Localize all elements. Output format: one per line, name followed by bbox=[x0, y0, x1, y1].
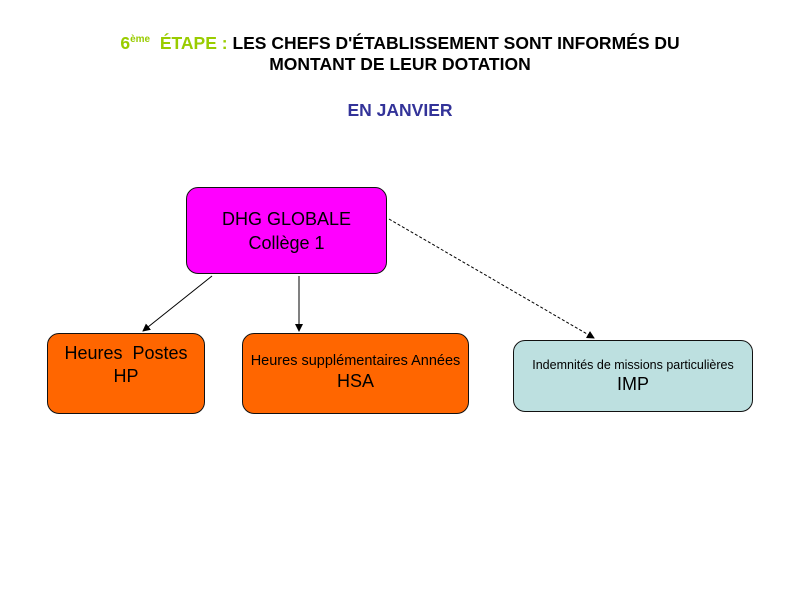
indemnites-missions-box: Indemnités de missions particulières IMP bbox=[513, 340, 753, 412]
hsa-label: Heures supplémentaires Années bbox=[250, 353, 461, 369]
hp-label: Heures Postes bbox=[64, 343, 188, 363]
arrow-to-hp bbox=[142, 275, 213, 332]
dhg-subtitle: Collège 1 bbox=[248, 232, 325, 253]
heures-supplementaires-box: Heures supplémentaires Années HSA bbox=[242, 333, 469, 414]
arrow-to-imp bbox=[388, 218, 595, 339]
step-label: ÉTAPE : bbox=[159, 33, 228, 53]
hsa-code: HSA bbox=[336, 371, 374, 391]
imp-code: IMP bbox=[616, 374, 649, 394]
page-title-line-2: MONTANT DE LEUR DOTATION bbox=[269, 54, 531, 74]
dhg-title: DHG GLOBALE bbox=[221, 208, 352, 229]
step-number: 6ème bbox=[120, 33, 151, 53]
title-text-line-1: LES CHEFS D'ÉTABLISSEMENT SONT INFORMÉS … bbox=[227, 33, 680, 53]
heures-postes-box: Heures Postes HP bbox=[47, 333, 205, 414]
step-superscript: ème bbox=[130, 34, 151, 45]
subtitle-period: EN JANVIER bbox=[347, 100, 453, 120]
imp-label: Indemnités de missions particulières bbox=[532, 358, 734, 372]
dhg-globale-box: DHG GLOBALE Collège 1 bbox=[186, 187, 387, 274]
hp-code: HP bbox=[113, 366, 139, 386]
page-title-line-1: 6ème ÉTAPE : LES CHEFS D'ÉTABLISSEMENT S… bbox=[0, 28, 800, 55]
